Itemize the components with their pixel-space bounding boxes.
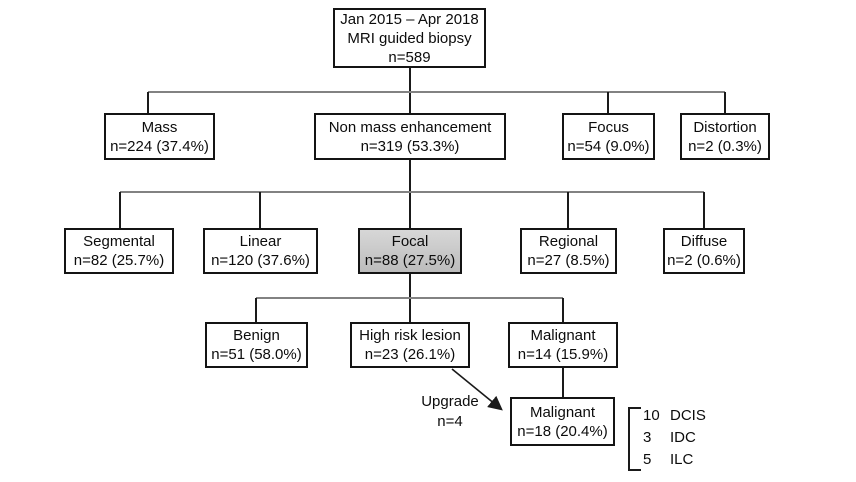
node-segmental: Segmental n=82 (25.7%)	[64, 228, 174, 274]
node-stat: n=54 (9.0%)	[567, 137, 650, 155]
node-label: Mass	[141, 118, 178, 136]
node-root: Jan 2015 – Apr 2018 MRI guided biopsy n=…	[333, 8, 486, 68]
node-label: Distortion	[693, 118, 757, 136]
pathology-count: 3	[643, 428, 652, 446]
upgrade-note: Upgrade n=4	[405, 392, 495, 432]
node-stat: n=23 (26.1%)	[364, 346, 456, 363]
pathology-row-idc: 3 IDC	[643, 426, 706, 448]
pathology-count: 5	[643, 450, 652, 468]
node-stat: n=27 (8.5%)	[527, 252, 610, 269]
node-regional: Regional n=27 (8.5%)	[520, 228, 617, 274]
node-stat: n=120 (37.6%)	[211, 252, 310, 269]
node-label: Diffuse	[680, 233, 728, 250]
node-stat: n=82 (25.7%)	[73, 252, 165, 269]
pathology-bracket	[628, 407, 641, 471]
node-stat: n=14 (15.9%)	[517, 346, 609, 363]
node-diffuse: Diffuse n=2 (0.6%)	[663, 228, 745, 274]
node-stat: n=224 (37.4%)	[110, 137, 209, 155]
node-stat: n=319 (53.3%)	[360, 137, 460, 155]
node-label: Segmental	[83, 233, 155, 250]
pathology-breakdown-list: 10 DCIS 3 IDC 5 ILC	[643, 404, 706, 470]
pathology-count: 10	[643, 406, 660, 424]
upgrade-note-stat: n=4	[437, 413, 463, 430]
node-label: Regional	[538, 233, 599, 250]
node-linear: Linear n=120 (37.6%)	[203, 228, 318, 274]
root-line-count: n=589	[388, 48, 431, 66]
node-malignant-upgraded: Malignant n=18 (20.4%)	[510, 397, 615, 446]
node-focal-highlighted: Focal n=88 (27.5%)	[358, 228, 462, 274]
node-mass: Mass n=224 (37.4%)	[104, 113, 215, 160]
node-stat: n=88 (27.5%)	[364, 252, 456, 269]
node-label: Linear	[239, 233, 282, 250]
node-non-mass-enhancement: Non mass enhancement n=319 (53.3%)	[314, 113, 506, 160]
node-label: Non mass enhancement	[328, 118, 492, 136]
node-stat: n=18 (20.4%)	[517, 422, 608, 440]
node-stat: n=51 (58.0%)	[211, 346, 302, 363]
node-label: Focal	[391, 233, 429, 250]
pathology-row-ilc: 5 ILC	[643, 448, 706, 470]
pathology-name: DCIS	[670, 406, 706, 424]
node-stat: n=2 (0.3%)	[688, 137, 762, 155]
root-line-method: MRI guided biopsy	[347, 29, 472, 47]
node-label: High risk lesion	[359, 327, 461, 344]
pathology-name: ILC	[670, 450, 694, 468]
node-stat: n=2 (0.6%)	[667, 252, 741, 269]
node-label: Malignant	[529, 403, 596, 421]
pathology-name: IDC	[670, 428, 696, 446]
node-label: Benign	[233, 327, 280, 344]
node-label: Focus	[588, 118, 629, 136]
upgrade-note-label: Upgrade	[421, 393, 479, 410]
node-malignant: Malignant n=14 (15.9%)	[508, 322, 618, 368]
node-distortion: Distortion n=2 (0.3%)	[680, 113, 770, 160]
node-label: Malignant	[530, 327, 596, 344]
root-line-dates: Jan 2015 – Apr 2018	[340, 10, 479, 28]
pathology-row-dcis: 10 DCIS	[643, 404, 706, 426]
node-focus: Focus n=54 (9.0%)	[562, 113, 655, 160]
node-benign: Benign n=51 (58.0%)	[205, 322, 308, 368]
node-high-risk-lesion: High risk lesion n=23 (26.1%)	[350, 322, 470, 368]
